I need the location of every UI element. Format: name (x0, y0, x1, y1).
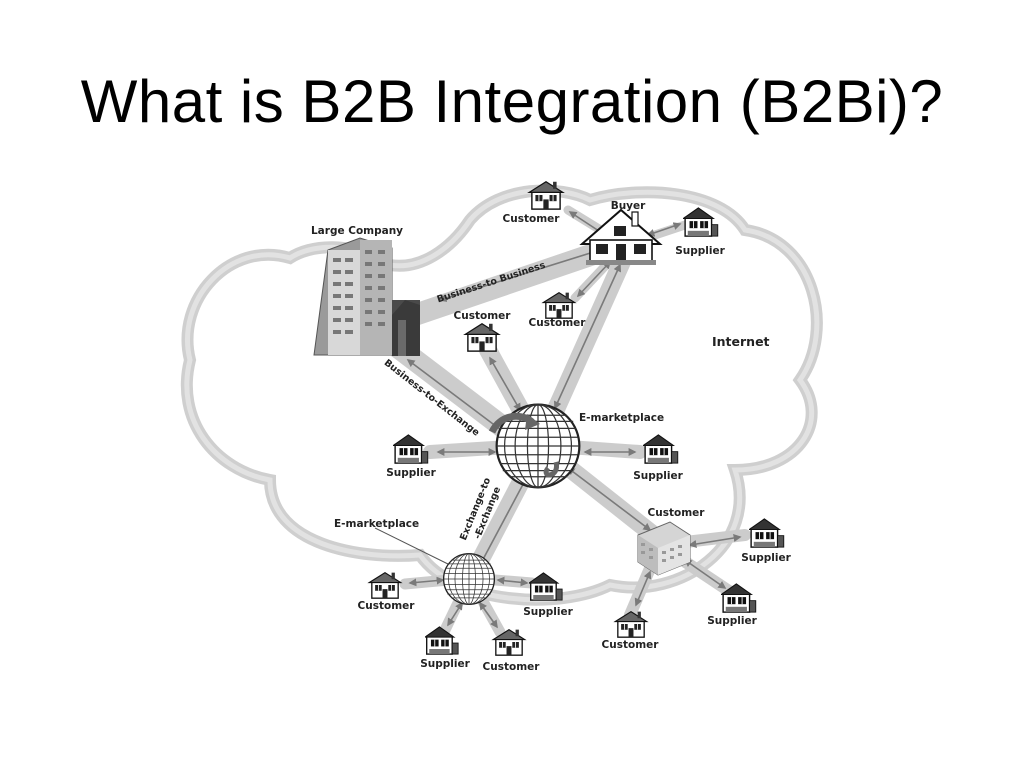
emarketplace-main-label: E-marketplace (579, 412, 664, 424)
large-company-label: Large Company (311, 225, 403, 237)
customer-hub-building-icon (637, 521, 691, 576)
emarketplace-globe-main-icon (488, 403, 581, 489)
emarketplace-globe-small-icon (442, 552, 496, 606)
supplier-small-bottom-label: Supplier (420, 658, 470, 670)
customer-small-left-label: Customer (358, 600, 416, 612)
customer-left-mid-house-icon (464, 323, 500, 352)
customer-small-left-house-icon (368, 571, 402, 599)
supplier-small-right-icon (529, 572, 563, 601)
internet-label: Internet (712, 334, 770, 349)
large-company-building-icon (313, 237, 420, 356)
supplier-hub-top-label: Supplier (741, 552, 791, 564)
supplier-small-bottom-icon (425, 626, 459, 655)
supplier-right-label: Supplier (633, 470, 683, 482)
supplier-hub-top-icon (749, 518, 785, 548)
buyer-house-icon (579, 208, 663, 265)
customer-buyer-mid-house-icon (542, 291, 576, 319)
customer-hub-bottom-house-icon (614, 610, 648, 638)
emarketplace-small-label: E-marketplace (334, 518, 419, 530)
supplier-buyer-icon (683, 207, 719, 237)
customer-buyer-mid-label: Customer (529, 317, 587, 329)
customer-top-label: Customer (503, 213, 561, 225)
customer-hub-bottom-label: Customer (602, 639, 660, 651)
buyer-label: Buyer (611, 200, 646, 212)
slide-title: What is B2B Integration (B2Bi)? (80, 68, 944, 135)
supplier-buyer-label: Supplier (675, 245, 725, 257)
supplier-left-label: Supplier (386, 467, 436, 479)
supplier-hub-bottom-label: Supplier (707, 615, 757, 627)
supplier-right-icon (643, 434, 679, 464)
customer-hub-label: Customer (648, 507, 706, 519)
supplier-left-icon (393, 434, 429, 464)
supplier-small-right-label: Supplier (523, 606, 573, 618)
customer-left-mid-label: Customer (454, 310, 512, 322)
customer-small-bottom-label: Customer (483, 661, 541, 673)
connector-arrows (374, 211, 742, 629)
